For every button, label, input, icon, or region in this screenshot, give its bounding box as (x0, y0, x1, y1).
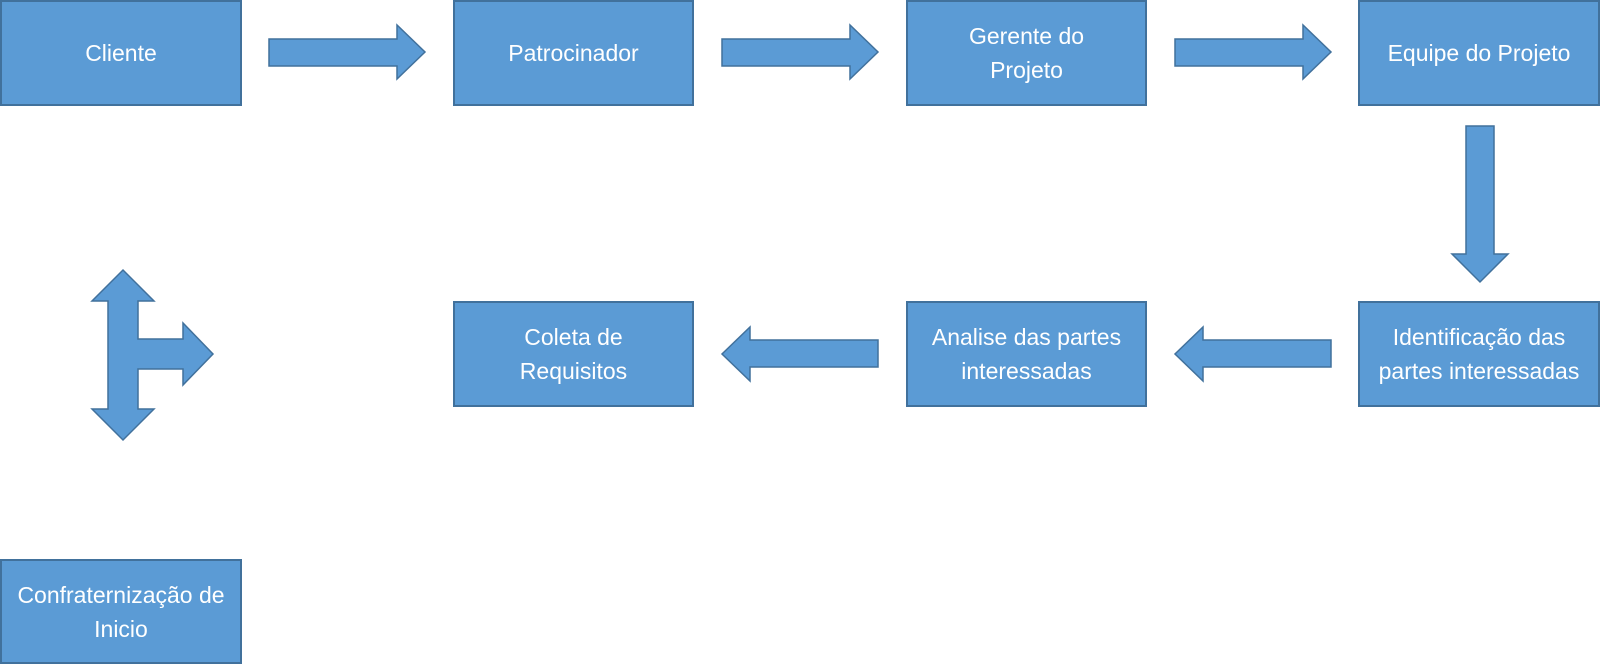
arrow-patrocinador-to-gerente (721, 23, 880, 81)
node-cliente-label: Cliente (85, 40, 157, 66)
node-analise-label: Analise das partes interessadas (931, 324, 1122, 384)
node-coleta-label: Coleta de Requisitos (519, 324, 628, 384)
node-confraternizacao-de-inicio: Confraternização de Inicio (0, 559, 242, 664)
node-gerente-label: Gerente do Projeto (968, 23, 1085, 83)
node-cliente: Cliente (0, 0, 242, 106)
node-patrocinador: Patrocinador (453, 0, 694, 106)
node-gerente-do-projeto: Gerente do Projeto (906, 0, 1147, 106)
node-equipe-do-projeto: Equipe do Projeto (1358, 0, 1600, 106)
node-identificacao-label: Identificação das partes interessadas (1378, 324, 1580, 384)
arrow-identificacao-to-analise (1173, 325, 1332, 383)
node-identificacao-partes-interessadas: Identificação das partes interessadas (1358, 301, 1600, 407)
arrow-equipe-to-identificacao (1450, 125, 1510, 284)
node-analise-partes-interessadas: Analise das partes interessadas (906, 301, 1147, 407)
arrow-gerente-to-equipe (1174, 23, 1333, 81)
node-coleta-de-requisitos: Coleta de Requisitos (453, 301, 694, 407)
node-patrocinador-label: Patrocinador (508, 40, 639, 66)
arrow-cliente-to-patrocinador (268, 23, 427, 81)
node-confraternizacao-label: Confraternização de Inicio (17, 581, 225, 642)
three-way-arrow (90, 268, 215, 442)
node-equipe-label: Equipe do Projeto (1387, 40, 1571, 66)
arrow-analise-to-coleta (720, 325, 879, 383)
